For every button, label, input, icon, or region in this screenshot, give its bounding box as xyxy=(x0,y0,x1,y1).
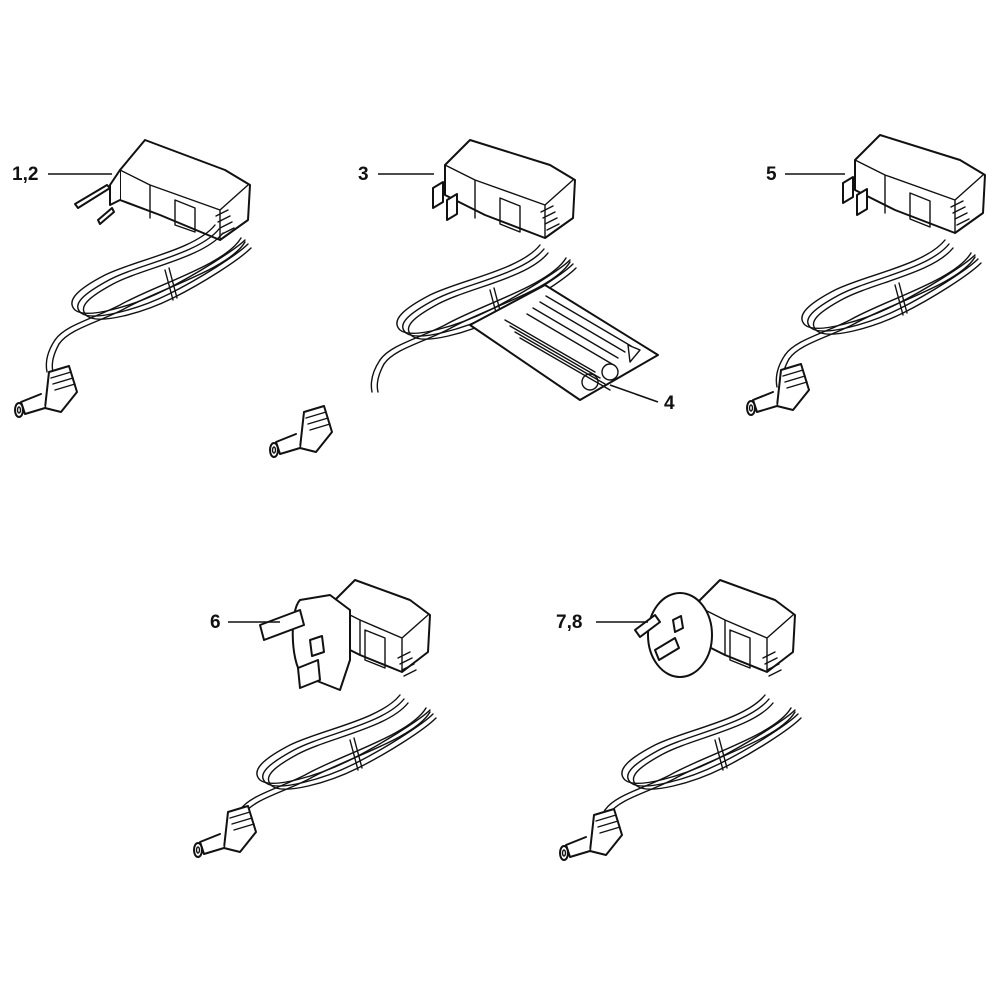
callout-6: 6 xyxy=(210,612,221,633)
adapter-us xyxy=(432,139,576,239)
connector-au xyxy=(559,808,623,861)
label-symbol-icon xyxy=(581,373,599,391)
label-warning-icon xyxy=(627,344,641,363)
label-globe-icon xyxy=(601,363,619,381)
cable-eu xyxy=(45,224,252,373)
warning-label xyxy=(469,284,659,401)
adapter-au xyxy=(634,579,796,678)
connector-uk xyxy=(193,805,257,858)
callout-1-2: 1,2 xyxy=(12,164,39,185)
callout-3: 3 xyxy=(358,164,369,185)
callout-5: 5 xyxy=(766,164,777,185)
cable-au xyxy=(595,694,802,843)
callout-7-8: 7,8 xyxy=(556,612,583,633)
cable-us-2 xyxy=(775,239,982,388)
connector-us xyxy=(269,405,333,458)
connector-eu xyxy=(14,365,78,418)
cable-uk xyxy=(230,694,437,843)
callout-4: 4 xyxy=(664,393,675,414)
leader-c4 xyxy=(609,384,659,403)
adapter-eu xyxy=(74,139,251,241)
adapter-uk xyxy=(259,579,431,691)
adapter-us-2 xyxy=(842,134,986,234)
